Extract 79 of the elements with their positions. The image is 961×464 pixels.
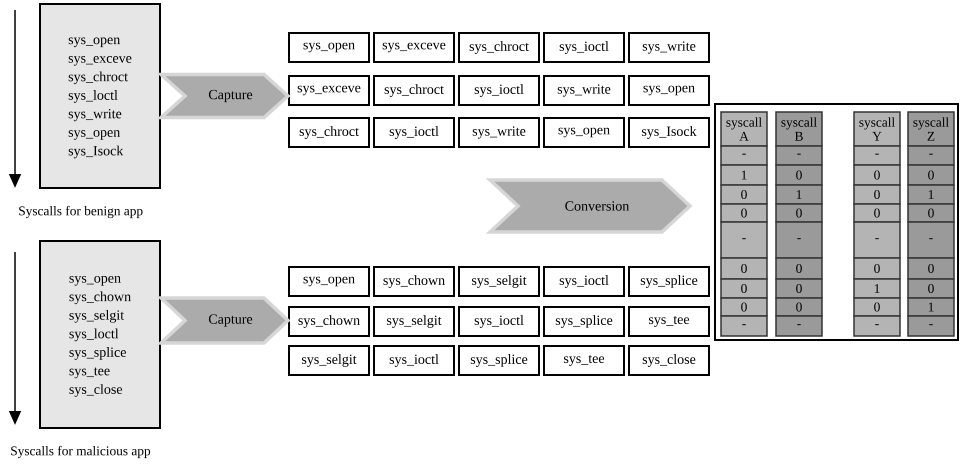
matrix-cell: syscall B bbox=[775, 111, 823, 147]
syscall-cell: sys_Isock bbox=[628, 117, 710, 148]
syscall-cell: sys_open bbox=[628, 75, 710, 106]
matrix-cell: syscall A bbox=[720, 111, 768, 147]
syscall-list-box: sys_open sys_chown sys_selgit sys_loctl sys_splice sys_tee sys_close bbox=[39, 240, 162, 429]
matrix-cell: 0 bbox=[853, 164, 901, 186]
matrix-cell: - bbox=[853, 315, 901, 337]
matrix-cell: 0 bbox=[907, 278, 955, 299]
matrix-cell: - bbox=[775, 145, 823, 166]
matrix-cell: syscall Z bbox=[907, 111, 955, 147]
syscall-cell: sys_exceve bbox=[288, 75, 370, 106]
syscall-cell: sys_chroct bbox=[373, 75, 455, 106]
syscall-cell: sys_write bbox=[628, 32, 710, 63]
matrix-cell: 0 bbox=[775, 164, 823, 186]
matrix-cell: 0 bbox=[907, 203, 955, 223]
matrix-cell: 0 bbox=[775, 278, 823, 299]
chevron-arrow bbox=[156, 296, 291, 345]
matrix-cell: 0 bbox=[775, 203, 823, 223]
matrix-cell: - bbox=[775, 315, 823, 337]
syscall-cell: sys_selgit bbox=[458, 266, 540, 297]
matrix-cell: syscall Y bbox=[853, 111, 901, 147]
table-frame bbox=[714, 103, 959, 341]
syscall-cell: sys_open bbox=[288, 32, 370, 63]
matrix-cell: - bbox=[853, 221, 901, 259]
matrix-cell: 0 bbox=[853, 297, 901, 317]
matrix-cell: 0 bbox=[720, 203, 768, 223]
matrix-cell: 0 bbox=[775, 257, 823, 280]
matrix-cell: - bbox=[720, 315, 768, 337]
caption-text: Syscalls for benign app bbox=[19, 206, 143, 218]
syscall-cell: sys_tee bbox=[543, 345, 625, 376]
syscall-list-box: sys_open sys_exceve sys_chroct sys_loctl sys_write sys_open sys_Isock bbox=[39, 3, 162, 189]
matrix-cell: 1 bbox=[907, 297, 955, 317]
syscall-cell: sys_ioctl bbox=[458, 75, 540, 106]
matrix-cell: 1 bbox=[775, 184, 823, 205]
matrix-cell: 0 bbox=[720, 257, 768, 280]
syscall-cell: sys_chown bbox=[288, 306, 370, 337]
syscall-cell: sys_splice bbox=[458, 345, 540, 376]
syscall-cell: sys_ioctl bbox=[373, 117, 455, 148]
syscall-cell: sys_chroct bbox=[458, 32, 540, 63]
syscall-cell: sys_splice bbox=[543, 306, 625, 337]
matrix-cell: - bbox=[853, 145, 901, 166]
syscall-cell: sys_ioctl bbox=[543, 32, 625, 63]
edge-label: Capture bbox=[208, 314, 252, 327]
matrix-cell: 1 bbox=[907, 184, 955, 205]
syscall-cell: sys_open bbox=[288, 266, 370, 297]
matrix-cell: 0 bbox=[775, 297, 823, 317]
matrix-cell: - bbox=[907, 315, 955, 337]
syscall-cell: sys_tee bbox=[628, 306, 710, 337]
syscall-cell: sys_chroct bbox=[288, 117, 370, 148]
matrix-cell: 0 bbox=[853, 203, 901, 223]
matrix-cell: 0 bbox=[720, 278, 768, 299]
matrix-cell: 0 bbox=[907, 164, 955, 186]
matrix-cell: 0 bbox=[720, 297, 768, 317]
syscall-cell: sys_open bbox=[543, 117, 625, 148]
matrix-cell: - bbox=[907, 145, 955, 166]
caption-text: Syscalls for malicious app bbox=[11, 446, 150, 458]
matrix-cell: 0 bbox=[720, 184, 768, 205]
syscall-cell: sys_selgit bbox=[288, 345, 370, 376]
matrix-cell: 1 bbox=[853, 278, 901, 299]
syscall-cell: sys_write bbox=[458, 117, 540, 148]
matrix-cell: - bbox=[907, 221, 955, 259]
matrix-cell: 0 bbox=[907, 257, 955, 280]
syscall-cell: sys_chown bbox=[373, 266, 455, 297]
matrix-cell: - bbox=[720, 145, 768, 166]
matrix-cell: - bbox=[720, 221, 768, 259]
syscall-cell: sys_exceve bbox=[373, 32, 455, 63]
matrix-cell: 1 bbox=[720, 164, 768, 186]
edge-label: Capture bbox=[208, 90, 252, 102]
syscall-cell: sys_close bbox=[628, 345, 710, 376]
syscall-cell: sys_ioctl bbox=[543, 266, 625, 297]
syscall-cell: sys_ioctl bbox=[373, 345, 455, 376]
matrix-cell: - bbox=[775, 221, 823, 259]
syscall-cell: sys_splice bbox=[628, 266, 710, 297]
matrix-cell: 0 bbox=[853, 184, 901, 205]
matrix-cell: 0 bbox=[853, 257, 901, 280]
chevron-arrow bbox=[156, 72, 291, 120]
syscall-cell: sys_ioctl bbox=[458, 306, 540, 337]
syscall-cell: sys_selgit bbox=[373, 306, 455, 337]
syscall-cell: sys_write bbox=[543, 75, 625, 106]
